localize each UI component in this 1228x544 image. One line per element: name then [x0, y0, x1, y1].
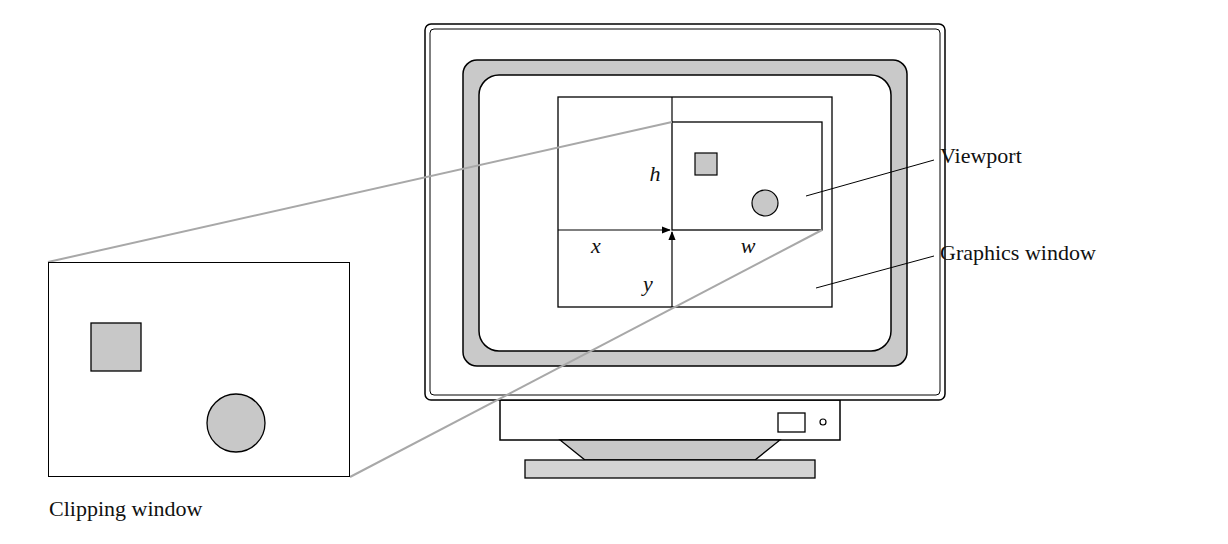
small-square	[695, 153, 717, 175]
power-led	[820, 419, 826, 425]
power-button	[778, 413, 805, 432]
monitor-stand	[560, 440, 780, 460]
graphics-window	[558, 97, 832, 307]
y-offset-arrow	[671, 232, 672, 307]
housing-inner-edge	[430, 29, 940, 395]
monitor-base	[500, 400, 840, 440]
division-line	[671, 97, 672, 122]
screen	[479, 75, 891, 351]
dimension-label: x	[591, 234, 601, 258]
circle-shape	[207, 394, 265, 452]
callout-label: Viewport	[940, 144, 1022, 168]
projection-line	[350, 230, 822, 477]
stand-plate	[525, 460, 815, 478]
leader-line	[816, 256, 934, 288]
dimension-label: w	[741, 234, 756, 258]
viewport-rect	[672, 122, 822, 230]
x-offset-arrow	[558, 229, 670, 230]
clipping-window: Clipping window	[48, 262, 350, 477]
callout-label: Graphics window	[940, 241, 1096, 265]
square-shape	[91, 323, 141, 371]
dimension-label: h	[650, 162, 661, 186]
dimension-label: y	[643, 272, 653, 296]
monitor-housing	[425, 24, 945, 400]
leader-line	[806, 160, 934, 196]
small-circle	[752, 190, 778, 216]
projection-line	[48, 122, 672, 262]
bezel	[463, 60, 907, 366]
window-caption: Clipping window	[49, 497, 202, 521]
